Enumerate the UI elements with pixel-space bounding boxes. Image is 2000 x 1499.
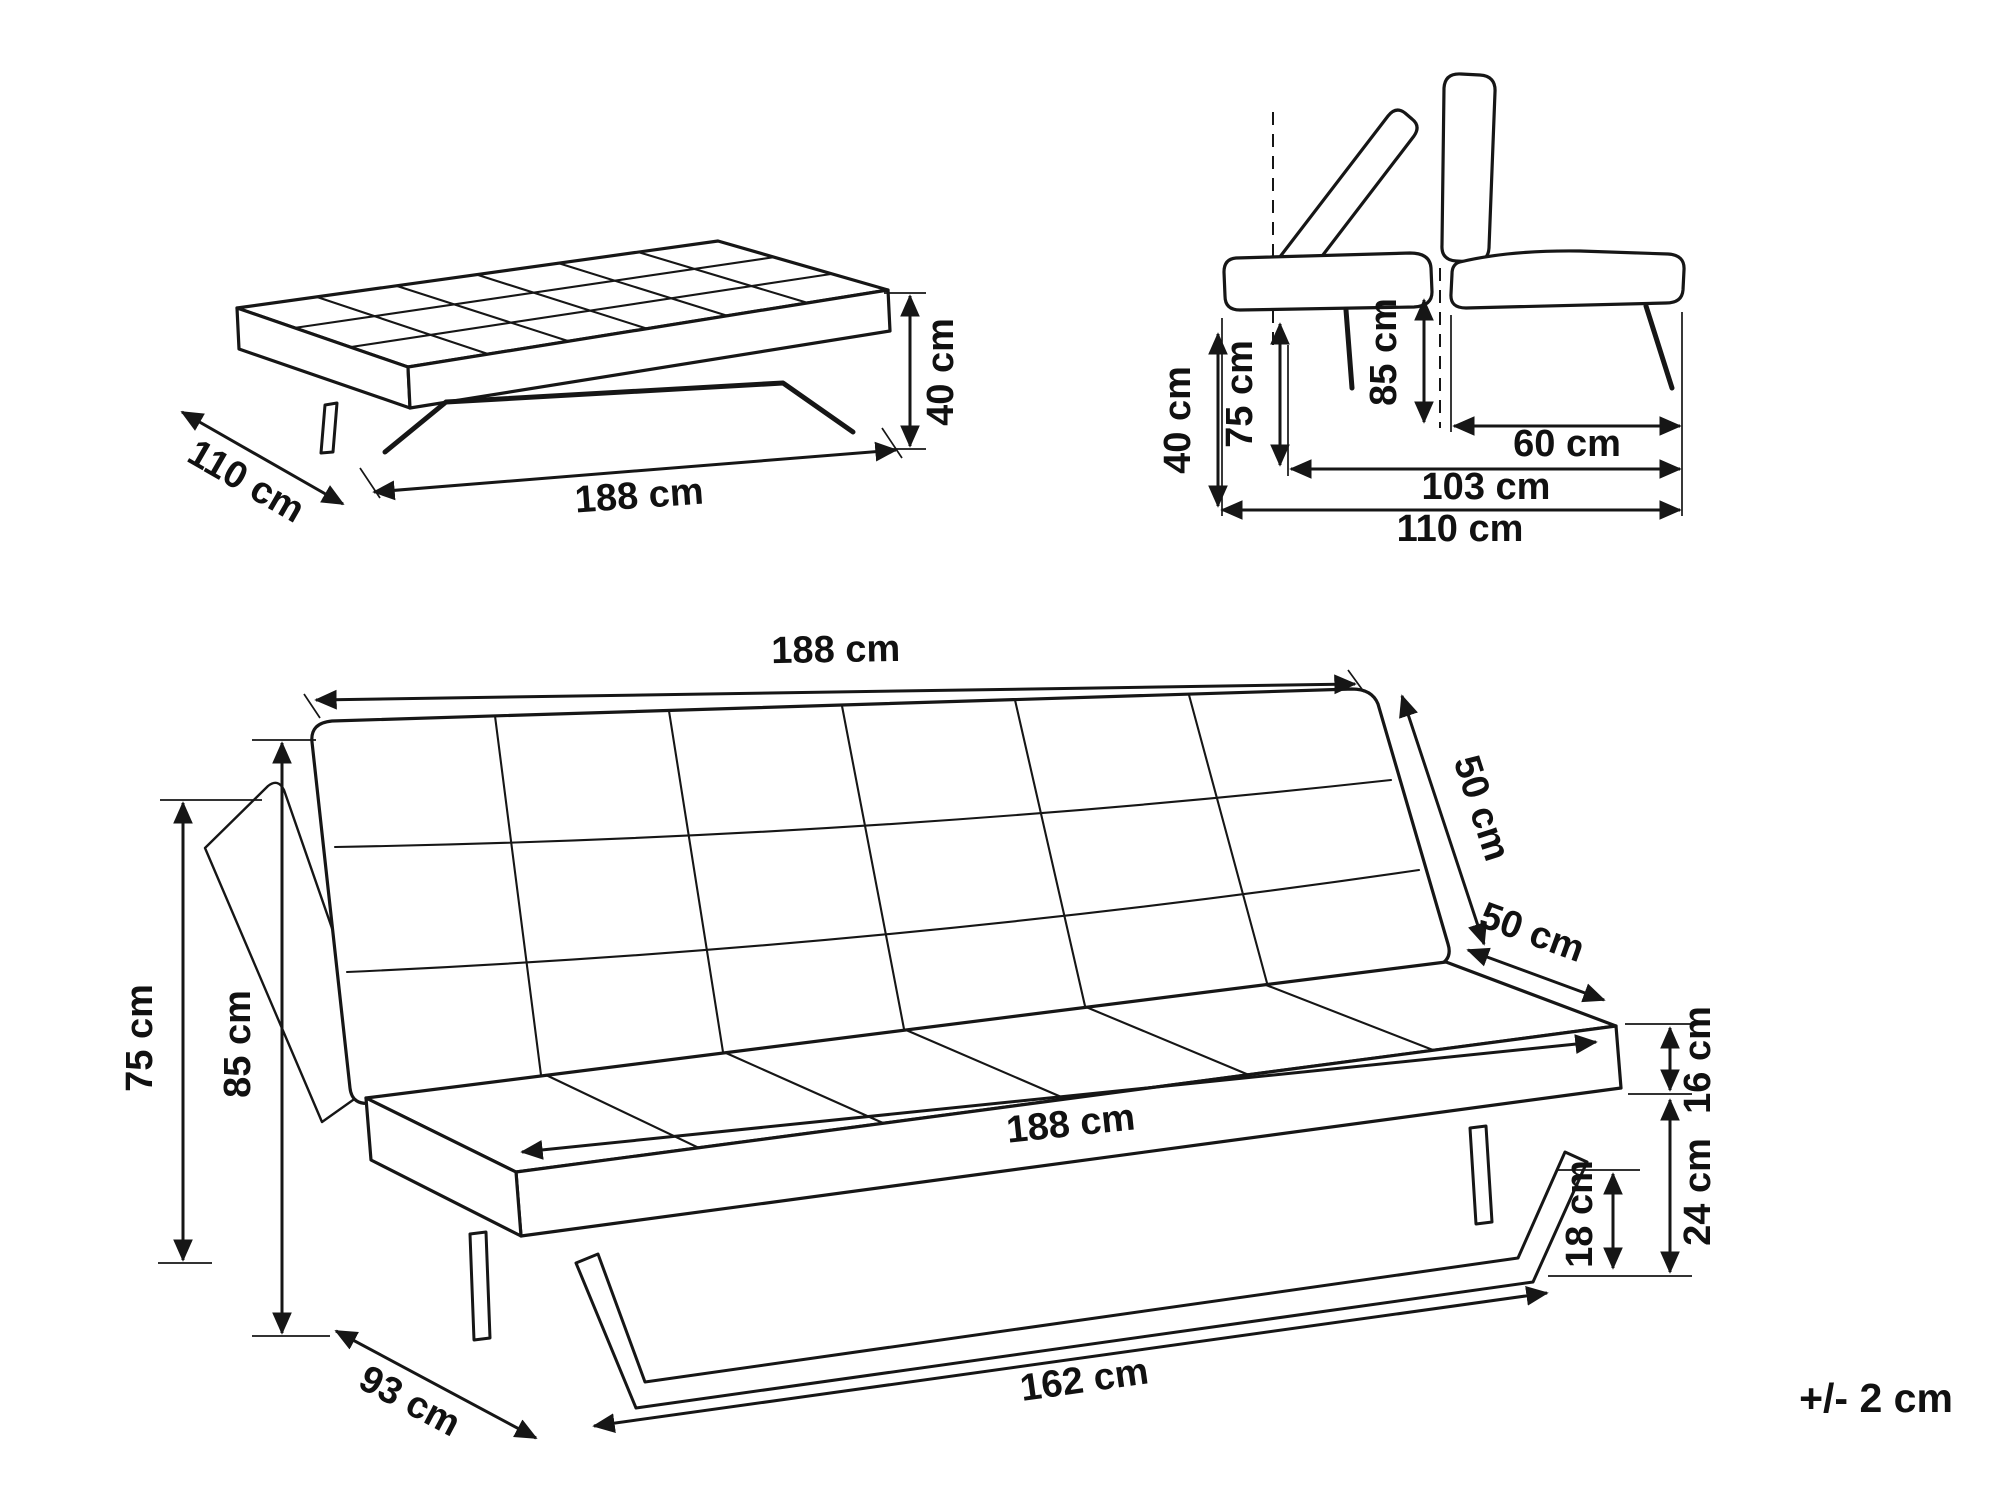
extension-line (303, 693, 321, 719)
bed-depth-label: 110 cm (181, 432, 312, 532)
sofa-seat-depth-arrow (1466, 947, 1606, 1003)
side-seat-left (1222, 251, 1434, 312)
bed-top-view: 40 cm 110 cm 188 cm (180, 239, 962, 532)
bed-leg-frame (382, 380, 856, 455)
side-left-leg (1343, 307, 1355, 391)
tuft-line (493, 714, 543, 1077)
sofa-perspective-view: 188 cm 50 cm 50 cm 75 cm 85 cm 188 cm 16… (119, 628, 1719, 1445)
tuft-line (1013, 698, 1087, 1008)
tuft-line (1187, 693, 1269, 985)
bed-front-leg (319, 401, 339, 455)
tolerance-note: +/- 2 cm (1799, 1375, 1953, 1421)
side-seat-right (1449, 249, 1686, 310)
bed-height-label: 40 cm (920, 318, 962, 426)
sofa-base-width-label: 162 cm (1018, 1350, 1151, 1410)
side-backrest-upright (1440, 72, 1497, 264)
tuft-line (345, 868, 1421, 974)
sofa-depth-arrow (334, 1329, 538, 1440)
sofa-seat-thickness-label: 16 cm (1677, 1006, 1719, 1114)
sofa-back-height-arrow (1399, 694, 1487, 946)
side-depth-total-label: 110 cm (1397, 508, 1524, 550)
side-backrest-angled (1274, 108, 1419, 283)
tuft-line (840, 704, 906, 1031)
sofa-height-left-label: 75 cm (119, 984, 161, 1092)
side-height-mid-label: 75 cm (1219, 340, 1261, 448)
sofa-top-width-arrow (314, 674, 1357, 710)
sofa-back-height-label: 50 cm (1445, 751, 1518, 866)
bed-depth-arrow (180, 410, 345, 506)
sofa-front-leg (468, 1230, 492, 1342)
tuft-line (333, 778, 1393, 849)
tuft-line (667, 709, 725, 1054)
sofa-base-width-arrow (592, 1286, 1549, 1433)
side-height-folded-label: 40 cm (1157, 366, 1199, 474)
side-seat-depth-label: 60 cm (1513, 423, 1621, 465)
sofa-underseat-height-label: 24 cm (1677, 1138, 1719, 1246)
extension-line (881, 427, 903, 459)
bed-width-label: 188 cm (573, 471, 705, 522)
tuft-line (395, 284, 570, 343)
tuft-line (636, 250, 810, 305)
bed-width-arrow (372, 441, 898, 501)
sofa-leg-height-label: 18 cm (1559, 1160, 1601, 1268)
side-height-back-label: 85 cm (1363, 298, 1405, 406)
side-profile-view: 40 cm 75 cm 85 cm 60 cm 103 cm 110 cm (1157, 72, 1686, 550)
sofa-height-total-label: 85 cm (217, 990, 259, 1098)
side-depth-mid-label: 103 cm (1422, 466, 1551, 508)
tuft-line (556, 261, 730, 318)
tuft-line (315, 295, 490, 356)
sofa-top-width-label: 188 cm (771, 628, 901, 672)
sofa-seat-side-face (364, 1096, 523, 1238)
side-right-leg (1643, 303, 1675, 391)
extension-line (359, 467, 381, 499)
sofa-seat-width-arrow (520, 1034, 1598, 1160)
sofa-rear-leg (1468, 1124, 1494, 1226)
tuft-line (476, 273, 650, 331)
